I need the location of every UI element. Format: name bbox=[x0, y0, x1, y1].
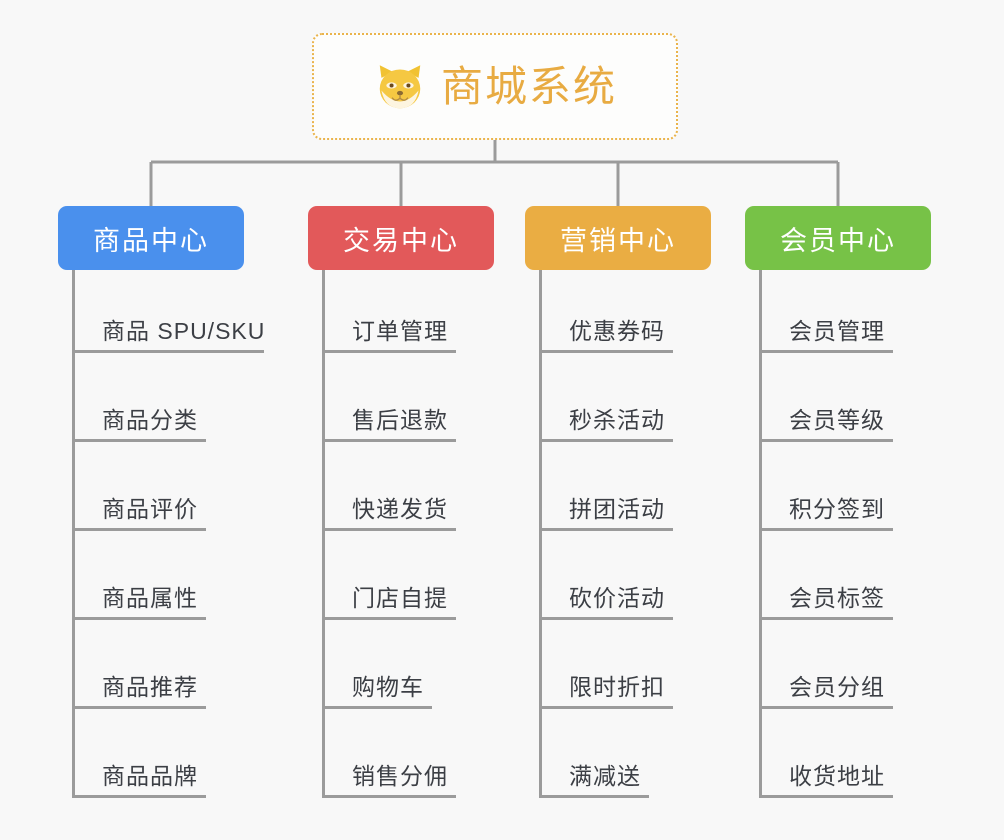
branch-header-label: 营销中心 bbox=[560, 225, 676, 256]
branch-body-product-center: 商品 SPU/SKU 商品分类商品评价商品属性商品推荐商品品牌 bbox=[58, 270, 264, 804]
branch-spine bbox=[539, 270, 542, 798]
leaf-label: 商品分类 bbox=[102, 407, 198, 433]
branch-header-product-center[interactable]: 商品中心 bbox=[58, 206, 244, 270]
leaf-label: 商品评价 bbox=[102, 496, 198, 522]
leaf-underline bbox=[539, 528, 673, 531]
leaf-label: 限时折扣 bbox=[569, 674, 665, 700]
branch-header-label: 商品中心 bbox=[93, 225, 209, 256]
leaf-label: 会员管理 bbox=[789, 318, 885, 344]
leaf-label: 会员等级 bbox=[789, 407, 885, 433]
branch-header-marketing-center[interactable]: 营销中心 bbox=[525, 206, 711, 270]
leaf-label: 商品推荐 bbox=[102, 674, 198, 700]
leaf-item[interactable]: 商品品牌 bbox=[58, 715, 244, 804]
branch-header-trade-center[interactable]: 交易中心 bbox=[308, 206, 494, 270]
leaf-item[interactable]: 秒杀活动 bbox=[525, 359, 711, 448]
leaf-label: 售后退款 bbox=[352, 407, 448, 433]
branch-spine bbox=[72, 270, 75, 798]
leaf-item[interactable]: 销售分佣 bbox=[308, 715, 494, 804]
leaf-underline bbox=[322, 706, 432, 709]
branch-body-member-center: 会员管理会员等级积分签到会员标签会员分组收货地址 bbox=[745, 270, 931, 804]
leaf-label: 快递发货 bbox=[352, 496, 448, 522]
leaf-item[interactable]: 商品属性 bbox=[58, 537, 244, 626]
leaf-underline bbox=[72, 439, 206, 442]
branch-header-label: 会员中心 bbox=[780, 225, 896, 256]
leaf-item[interactable]: 快递发货 bbox=[308, 448, 494, 537]
shiba-dog-icon bbox=[373, 61, 427, 115]
leaf-label: 优惠券码 bbox=[569, 318, 665, 344]
leaf-underline bbox=[759, 706, 893, 709]
leaf-underline bbox=[72, 706, 206, 709]
leaf-underline bbox=[759, 528, 893, 531]
leaf-item[interactable]: 门店自提 bbox=[308, 537, 494, 626]
leaf-label: 订单管理 bbox=[352, 318, 448, 344]
leaf-label: 购物车 bbox=[352, 674, 424, 700]
leaf-underline bbox=[539, 617, 673, 620]
leaf-item[interactable]: 会员标签 bbox=[745, 537, 931, 626]
leaf-item[interactable]: 商品推荐 bbox=[58, 626, 244, 715]
leaf-item[interactable]: 售后退款 bbox=[308, 359, 494, 448]
leaf-label: 商品 SPU/SKU bbox=[102, 318, 266, 344]
root-node[interactable]: 商城系统 bbox=[312, 33, 678, 140]
leaf-underline bbox=[539, 795, 649, 798]
branch-trade-center: 交易中心订单管理售后退款快递发货门店自提购物车销售分佣 bbox=[308, 206, 494, 804]
leaf-underline bbox=[322, 350, 456, 353]
leaf-underline bbox=[322, 528, 456, 531]
leaf-underline bbox=[759, 439, 893, 442]
branch-spine bbox=[759, 270, 762, 798]
branch-product-center: 商品中心商品 SPU/SKU 商品分类商品评价商品属性商品推荐商品品牌 bbox=[58, 206, 264, 804]
leaf-item[interactable]: 会员管理 bbox=[745, 270, 931, 359]
leaf-underline bbox=[322, 439, 456, 442]
leaf-label: 秒杀活动 bbox=[569, 407, 665, 433]
branch-body-trade-center: 订单管理售后退款快递发货门店自提购物车销售分佣 bbox=[308, 270, 494, 804]
leaf-underline bbox=[322, 617, 456, 620]
leaf-item[interactable]: 限时折扣 bbox=[525, 626, 711, 715]
leaf-item[interactable]: 收货地址 bbox=[745, 715, 931, 804]
leaf-underline bbox=[72, 350, 264, 353]
leaf-item[interactable]: 优惠券码 bbox=[525, 270, 711, 359]
leaf-item[interactable]: 购物车 bbox=[308, 626, 494, 715]
leaf-label: 销售分佣 bbox=[352, 763, 448, 789]
leaf-underline bbox=[322, 795, 456, 798]
leaf-underline bbox=[759, 350, 893, 353]
leaf-label: 满减送 bbox=[569, 763, 641, 789]
branch-marketing-center: 营销中心优惠券码秒杀活动拼团活动砍价活动限时折扣满减送 bbox=[525, 206, 711, 804]
branch-body-marketing-center: 优惠券码秒杀活动拼团活动砍价活动限时折扣满减送 bbox=[525, 270, 711, 804]
leaf-item[interactable]: 会员等级 bbox=[745, 359, 931, 448]
leaf-underline bbox=[72, 528, 206, 531]
leaf-item[interactable]: 订单管理 bbox=[308, 270, 494, 359]
leaf-item[interactable]: 砍价活动 bbox=[525, 537, 711, 626]
leaf-item[interactable]: 拼团活动 bbox=[525, 448, 711, 537]
branch-header-member-center[interactable]: 会员中心 bbox=[745, 206, 931, 270]
leaf-item[interactable]: 商品评价 bbox=[58, 448, 244, 537]
leaf-underline bbox=[539, 706, 673, 709]
leaf-label: 拼团活动 bbox=[569, 496, 665, 522]
leaf-label: 商品属性 bbox=[102, 585, 198, 611]
leaf-item[interactable]: 商品 SPU/SKU bbox=[58, 270, 264, 359]
root-title: 商城系统 bbox=[440, 62, 617, 110]
leaf-label: 砍价活动 bbox=[569, 585, 665, 611]
leaf-underline bbox=[539, 350, 673, 353]
leaf-label: 商品品牌 bbox=[102, 763, 198, 789]
leaf-underline bbox=[72, 795, 206, 798]
leaf-label: 会员标签 bbox=[789, 585, 885, 611]
leaf-item[interactable]: 商品分类 bbox=[58, 359, 244, 448]
leaf-item[interactable]: 满减送 bbox=[525, 715, 711, 804]
branch-member-center: 会员中心会员管理会员等级积分签到会员标签会员分组收货地址 bbox=[745, 206, 931, 804]
branch-header-label: 交易中心 bbox=[343, 225, 459, 256]
leaf-label: 门店自提 bbox=[352, 585, 448, 611]
leaf-underline bbox=[759, 617, 893, 620]
branch-spine bbox=[322, 270, 325, 798]
leaf-label: 收货地址 bbox=[789, 763, 885, 789]
leaf-item[interactable]: 积分签到 bbox=[745, 448, 931, 537]
leaf-underline bbox=[539, 439, 673, 442]
leaf-label: 会员分组 bbox=[789, 674, 885, 700]
leaf-label: 积分签到 bbox=[789, 496, 885, 522]
leaf-underline bbox=[759, 795, 893, 798]
leaf-underline bbox=[72, 617, 206, 620]
leaf-item[interactable]: 会员分组 bbox=[745, 626, 931, 715]
